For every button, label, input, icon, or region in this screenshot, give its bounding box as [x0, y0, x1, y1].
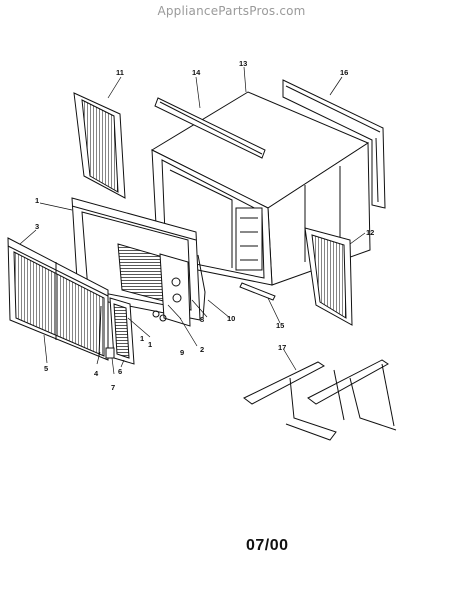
callout-13: 13 — [239, 59, 247, 68]
callout-10: 10 — [227, 314, 235, 323]
callout-17: 17 — [278, 343, 286, 352]
callout-7: 7 — [111, 383, 115, 392]
knob-part — [152, 310, 160, 318]
callout-1c: 1 — [148, 340, 152, 349]
right-side-curtain — [304, 227, 353, 326]
callout-1b: 1 — [140, 334, 144, 343]
callout-labels: 1 1 1 2 3 4 5 6 7 8 9 10 11 12 13 14 15 … — [35, 59, 374, 392]
support-brackets — [243, 359, 397, 441]
small-knob-part — [105, 347, 115, 359]
callout-15: 15 — [276, 321, 284, 330]
left-side-curtain — [73, 92, 126, 199]
front-grille — [7, 237, 109, 361]
callout-5: 5 — [44, 364, 48, 373]
date-code: 07/00 — [246, 537, 289, 554]
callout-1a: 1 — [35, 196, 39, 205]
callout-14: 14 — [192, 68, 201, 77]
callout-12: 12 — [366, 228, 374, 237]
clip-part — [98, 305, 102, 357]
rear-gasket-frame — [282, 79, 386, 209]
callout-11: 11 — [116, 68, 124, 77]
panel-strip — [197, 254, 206, 319]
control-panel — [159, 253, 191, 327]
callout-2: 2 — [200, 345, 204, 354]
callout-6: 6 — [118, 367, 122, 376]
bottom-rail — [239, 282, 276, 301]
filter-door — [109, 297, 135, 365]
watermark: AppliancePartsPros.com — [157, 4, 306, 18]
callout-3: 3 — [35, 222, 39, 231]
callout-16: 16 — [340, 68, 348, 77]
callout-9: 9 — [180, 348, 184, 357]
leader-lines — [19, 66, 366, 375]
callout-4: 4 — [94, 369, 99, 378]
callout-8: 8 — [200, 315, 204, 324]
top-rail — [154, 97, 266, 159]
knob-part-2 — [159, 314, 167, 322]
